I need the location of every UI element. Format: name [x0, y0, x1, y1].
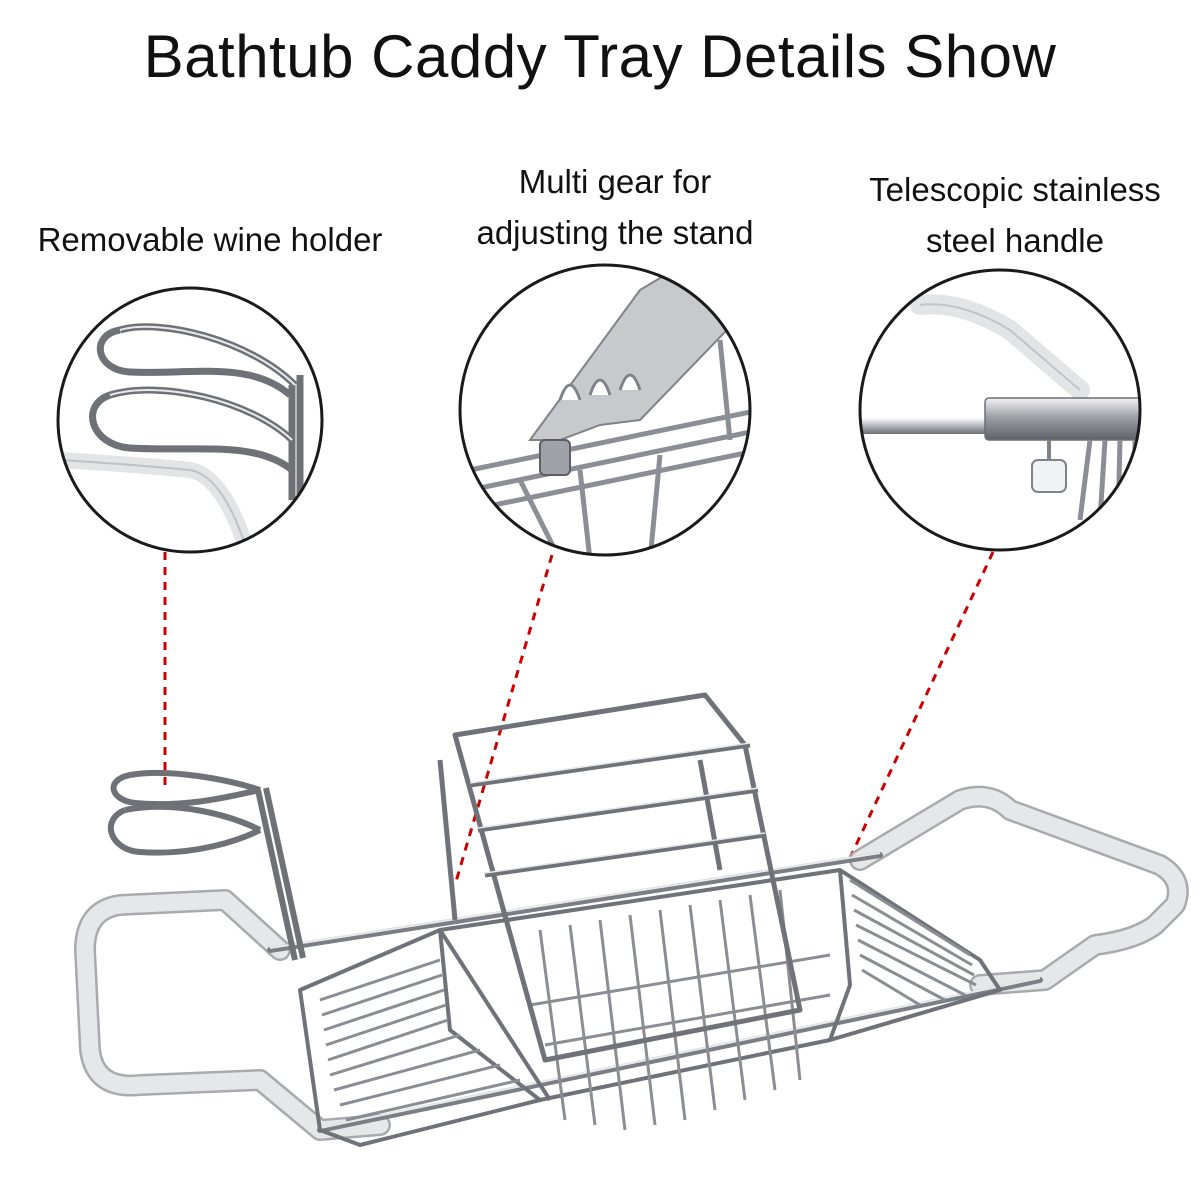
- detail-circle-outline: [858, 268, 1142, 552]
- callout-label-telescopic-handle: Telescopic stainless steel handle: [835, 164, 1195, 266]
- detail-circle-telescopic-handle: [858, 268, 1142, 552]
- detail-circle-outline: [56, 286, 324, 554]
- reading-stand: [437, 692, 803, 1063]
- callout-label-line: Telescopic stainless: [869, 171, 1161, 208]
- page-title: Bathtub Caddy Tray Details Show: [143, 23, 1057, 90]
- callout-label-line: Multi gear for: [518, 163, 712, 200]
- callout-label-multi-gear: Multi gear for adjusting the stand: [440, 156, 790, 258]
- callout-label-line: Removable wine holder: [37, 221, 383, 258]
- caddy-handle-left: [74, 889, 391, 1141]
- basket-wires-right: [849, 878, 977, 1007]
- leader-line-multi-gear: [453, 554, 554, 886]
- caddy-handle-right: [849, 785, 1189, 996]
- wine-holder-on-tray: [107, 769, 306, 961]
- callout-label-line: steel handle: [926, 222, 1104, 259]
- detail-circle-wine-holder: [56, 286, 324, 554]
- leader-lines: [163, 551, 995, 886]
- detail-circle-outline: [458, 263, 752, 557]
- adjuster-knob: [1031, 440, 1067, 493]
- callout-label-line: adjusting the stand: [476, 214, 754, 251]
- detail-circle-multi-gear: [458, 263, 752, 557]
- callout-label-wine-holder: Removable wine holder: [0, 214, 420, 265]
- bathtub-caddy-tray: [74, 692, 1189, 1147]
- leader-line-telescopic-handle: [848, 551, 995, 859]
- basket-wires-left: [319, 958, 521, 1122]
- basket-frame: [298, 868, 1002, 1147]
- basket-wires-middle: [529, 889, 831, 1131]
